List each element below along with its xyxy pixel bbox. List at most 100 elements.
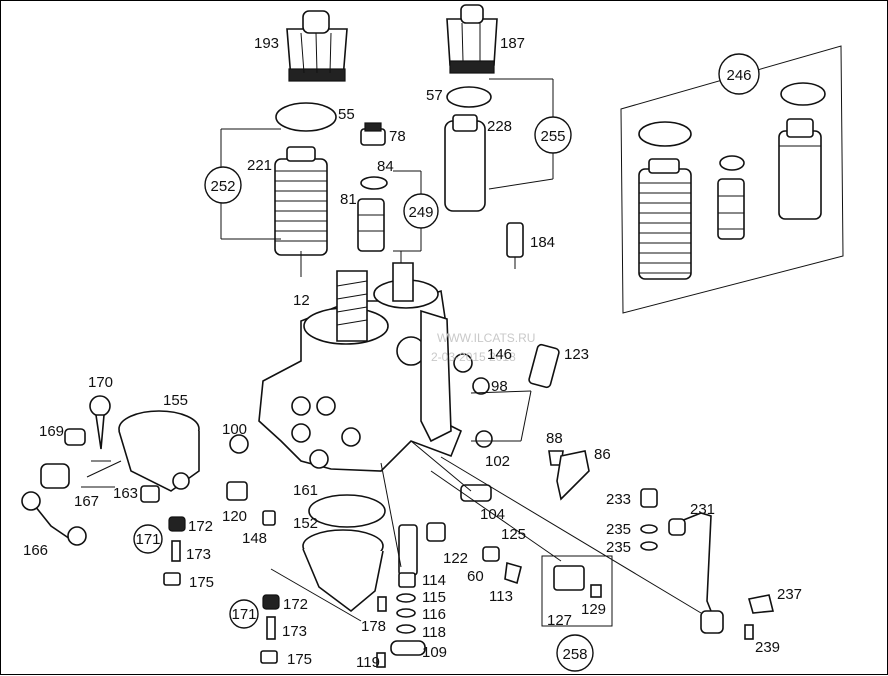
- label-116[interactable]: 116: [422, 606, 446, 623]
- screw-239: [744, 624, 754, 640]
- label-60[interactable]: 60: [467, 568, 484, 585]
- label-78[interactable]: 78: [389, 128, 406, 145]
- part-167: [40, 463, 70, 489]
- fitting-163: [140, 485, 160, 503]
- label-175-b[interactable]: 175: [287, 651, 312, 668]
- label-119[interactable]: 119: [356, 654, 380, 671]
- callout-246-circle[interactable]: [718, 53, 760, 95]
- callout-171a-circle[interactable]: [133, 524, 163, 554]
- label-239[interactable]: 239: [755, 639, 780, 656]
- callout-258[interactable]: 258: [562, 646, 587, 663]
- label-57[interactable]: 57: [426, 87, 443, 104]
- sensor-127: [553, 565, 585, 591]
- banjo-bolt-233: [640, 488, 658, 508]
- label-113[interactable]: 113: [489, 588, 513, 605]
- fitting-120: [226, 481, 248, 501]
- label-193[interactable]: 193: [254, 35, 279, 52]
- label-172-a[interactable]: 172: [188, 518, 213, 535]
- flange-109: [390, 640, 426, 656]
- label-109[interactable]: 109: [422, 644, 447, 661]
- label-84[interactable]: 84: [377, 158, 394, 175]
- label-146[interactable]: 146: [487, 346, 512, 363]
- seal-ring-161: [308, 494, 386, 528]
- label-237[interactable]: 237: [777, 586, 802, 603]
- label-228[interactable]: 228: [487, 118, 512, 135]
- label-114[interactable]: 114: [422, 572, 446, 589]
- plug-146: [453, 353, 473, 373]
- label-221[interactable]: 221: [247, 157, 272, 174]
- watermark-site: WWW.ILCATS.RU: [437, 331, 535, 345]
- plug-169: [64, 428, 86, 446]
- label-115[interactable]: 115: [422, 589, 446, 606]
- label-169[interactable]: 169: [39, 423, 64, 440]
- label-155[interactable]: 155: [163, 392, 188, 409]
- callout-246[interactable]: 246: [726, 67, 751, 84]
- label-129[interactable]: 129: [581, 601, 606, 618]
- watermark-date: 2-03-2015 2018: [431, 350, 516, 364]
- valve-group-171a: 171: [133, 516, 186, 586]
- part-113: [504, 561, 522, 585]
- label-184[interactable]: 184: [530, 234, 555, 251]
- callout-171a[interactable]: 171: [135, 531, 160, 548]
- label-81[interactable]: 81: [340, 191, 357, 208]
- label-152[interactable]: 152: [293, 515, 318, 532]
- callout-255-circle[interactable]: [534, 116, 572, 154]
- label-12[interactable]: 12: [293, 292, 310, 309]
- label-173-a[interactable]: 173: [186, 546, 211, 563]
- callout-171b[interactable]: 171: [231, 606, 256, 623]
- label-148[interactable]: 148: [242, 530, 267, 547]
- callout-258-circle[interactable]: [556, 634, 594, 672]
- label-100[interactable]: 100: [222, 421, 247, 438]
- label-187[interactable]: 187: [500, 35, 525, 52]
- kit-filter-element-large: [638, 158, 692, 280]
- callout-252[interactable]: 252: [210, 178, 235, 195]
- plug-102: [475, 430, 493, 448]
- label-178[interactable]: 178: [361, 618, 386, 635]
- label-104[interactable]: 104: [480, 506, 505, 523]
- sensor-114: [398, 524, 418, 588]
- label-102[interactable]: 102: [485, 453, 510, 470]
- label-163[interactable]: 163: [113, 485, 138, 502]
- label-175-a[interactable]: 175: [189, 574, 214, 591]
- label-161[interactable]: 161: [293, 482, 318, 499]
- label-170[interactable]: 170: [88, 374, 113, 391]
- label-231[interactable]: 231: [690, 501, 715, 518]
- screw-129: [590, 584, 602, 598]
- callout-249-circle[interactable]: [403, 193, 439, 229]
- pipe-231: [668, 512, 724, 634]
- callout-252-circle[interactable]: [204, 166, 242, 204]
- o-ring-55: [275, 102, 337, 132]
- label-173-b[interactable]: 173: [282, 623, 307, 640]
- label-98[interactable]: 98: [491, 378, 508, 395]
- label-55[interactable]: 55: [338, 106, 355, 123]
- callout-171b-circle[interactable]: [229, 599, 259, 629]
- cap-193: [286, 10, 348, 82]
- filter-housing-228: [444, 114, 486, 212]
- label-125[interactable]: 125: [501, 526, 526, 543]
- o-ring-84: [360, 176, 388, 190]
- label-86[interactable]: 86: [594, 446, 611, 463]
- callout-249[interactable]: 249: [408, 204, 433, 221]
- label-235-a[interactable]: 235: [606, 521, 631, 538]
- label-233[interactable]: 233: [606, 491, 631, 508]
- bracket-86: [556, 450, 590, 501]
- label-235-b[interactable]: 235: [606, 539, 631, 556]
- filter-element-221: [274, 146, 328, 256]
- label-123[interactable]: 123: [564, 346, 589, 363]
- washer-235b: [640, 541, 658, 551]
- label-120[interactable]: 120: [222, 508, 247, 525]
- callout-255[interactable]: 255: [540, 128, 565, 145]
- kit-o-ring-small: [719, 155, 745, 171]
- label-127[interactable]: 127: [547, 612, 572, 629]
- o-ring-57: [446, 86, 492, 108]
- label-122[interactable]: 122: [443, 550, 468, 567]
- label-118[interactable]: 118: [422, 624, 446, 641]
- label-88[interactable]: 88: [546, 430, 563, 447]
- label-167[interactable]: 167: [74, 493, 99, 510]
- washer-235a: [640, 524, 658, 534]
- label-166[interactable]: 166: [23, 542, 48, 559]
- cover-152: [302, 529, 384, 613]
- label-172-b[interactable]: 172: [283, 596, 308, 613]
